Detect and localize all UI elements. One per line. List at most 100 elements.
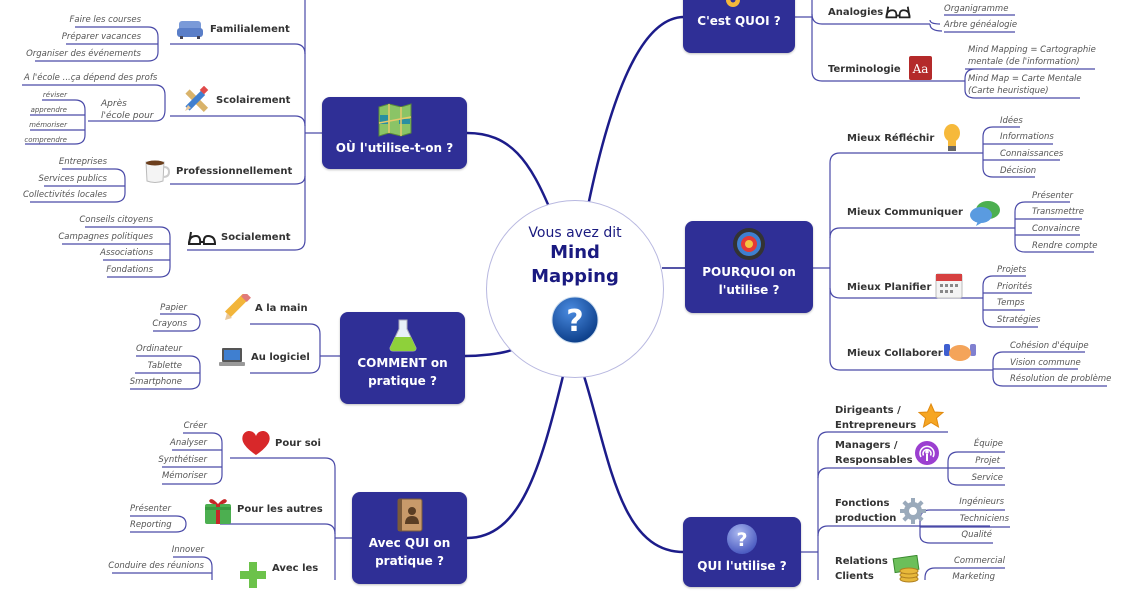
address-book-icon: [397, 498, 422, 532]
leaf[interactable]: Analyser: [170, 438, 207, 448]
branch-qui[interactable]: ? QUI l'utilise ?: [683, 517, 801, 587]
ou-socialement[interactable]: Socialement: [221, 232, 291, 243]
leaf[interactable]: comprendre: [24, 136, 67, 144]
leaf[interactable]: Ingénieurs: [959, 497, 1004, 507]
connector-lines: [22, 0, 1107, 580]
branch-avec-qui[interactable]: Avec QUI on pratique ?: [352, 492, 467, 584]
leaf[interactable]: Vision commune: [1010, 358, 1081, 368]
leaf[interactable]: Organiser des événements: [26, 49, 141, 59]
leaf[interactable]: Créer: [183, 421, 207, 431]
leaf[interactable]: mentale (de l'information): [968, 57, 1080, 67]
leaf[interactable]: Qualité: [961, 530, 992, 540]
leaf[interactable]: Transmettre: [1032, 207, 1084, 217]
leaf[interactable]: Services publics: [38, 174, 107, 184]
leaf[interactable]: Projet: [975, 456, 1000, 466]
pourquoi-collaborer[interactable]: Mieux Collaborer: [847, 348, 943, 359]
leaf[interactable]: Faire les courses: [69, 15, 141, 25]
leaf[interactable]: Associations: [100, 248, 153, 258]
branch-comment-label-2: pratique ?: [368, 374, 437, 388]
pourquoi-communiquer[interactable]: Mieux Communiquer: [847, 207, 963, 218]
leaf[interactable]: Présenter: [130, 504, 171, 514]
branch-quoi-label: C'est QUOI ?: [697, 14, 781, 28]
leaf[interactable]: Mind Mapping = Cartographie: [968, 45, 1096, 55]
avec-avec-les[interactable]: Avec les: [272, 563, 319, 574]
leaf[interactable]: Idées: [1000, 116, 1023, 126]
leaf[interactable]: A l'école ...ça dépend des profs: [24, 73, 158, 83]
svg-text:?: ?: [736, 529, 747, 551]
leaf[interactable]: Crayons: [152, 319, 187, 329]
leaf[interactable]: Préparer vacances: [61, 32, 141, 42]
leaf[interactable]: Conduire des réunions: [108, 561, 204, 571]
leaf[interactable]: Rendre compte: [1032, 241, 1098, 251]
leaf[interactable]: Papier: [160, 303, 187, 313]
leaf[interactable]: Techniciens: [959, 514, 1009, 524]
leaf[interactable]: (Carte heuristique): [968, 86, 1049, 96]
pourquoi-reflechir[interactable]: Mieux Réfléchir: [847, 133, 935, 144]
leaf[interactable]: Innover: [171, 545, 204, 555]
leaf[interactable]: Smartphone: [129, 377, 182, 387]
connector-center-comment: [464, 348, 513, 358]
leaf[interactable]: Mind Map = Carte Mentale: [968, 74, 1082, 84]
branch-pourquoi[interactable]: POURQUOI on l'utilise ?: [685, 221, 813, 313]
comment-a-la-main[interactable]: A la main: [255, 303, 308, 314]
leaf[interactable]: Synthétiser: [158, 455, 207, 465]
leaf[interactable]: Organigramme: [944, 4, 1009, 14]
qui-relations[interactable]: Relations Clients: [835, 554, 888, 584]
central-topic[interactable]: Vous avez dit Mind Mapping ?: [486, 200, 664, 378]
leaf[interactable]: Cohésion d'équipe: [1010, 341, 1089, 351]
sofa-icon: [176, 19, 204, 45]
coffee-cup-icon: [144, 157, 171, 189]
leaf[interactable]: Arbre généalogie: [944, 20, 1018, 30]
qui-managers[interactable]: Managers / Responsables: [835, 438, 913, 468]
laptop-icon: [218, 346, 246, 372]
leaf[interactable]: Conseils citoyens: [79, 215, 153, 225]
branch-comment[interactable]: COMMENT on pratique ?: [340, 312, 465, 404]
pourquoi-planifier[interactable]: Mieux Planifier: [847, 282, 932, 293]
leaf[interactable]: Commercial: [953, 556, 1005, 566]
leaf[interactable]: Stratégies: [997, 315, 1041, 325]
leaf[interactable]: Priorités: [997, 282, 1033, 292]
leaf[interactable]: Convaincre: [1032, 224, 1080, 234]
leaf[interactable]: Campagnes politiques: [58, 232, 153, 242]
leaf[interactable]: Tablette: [147, 361, 182, 371]
comment-au-logiciel[interactable]: Au logiciel: [251, 352, 310, 363]
qui-managers-l1: Managers /: [835, 440, 898, 451]
leaf[interactable]: Équipe: [973, 439, 1003, 449]
quoi-terminologie[interactable]: Terminologie: [828, 64, 901, 75]
leaf[interactable]: Connaissances: [1000, 149, 1064, 159]
leaf[interactable]: Temps: [997, 298, 1025, 308]
qui-dirigeants[interactable]: Dirigeants / Entrepreneurs: [835, 403, 916, 433]
leaf[interactable]: Mémoriser: [161, 471, 207, 481]
svg-text:?: ?: [566, 304, 583, 339]
sub-label[interactable]: Après: [101, 99, 127, 109]
branch-avec-label-2: pratique ?: [375, 554, 444, 568]
avec-pour-les-autres[interactable]: Pour les autres: [237, 504, 323, 515]
leaf[interactable]: Informations: [1000, 132, 1054, 142]
leaf[interactable]: Marketing: [952, 572, 995, 582]
central-topic-line1: Vous avez dit: [528, 225, 622, 241]
ou-professionnellement[interactable]: Professionnellement: [176, 166, 293, 177]
leaf[interactable]: Résolution de problème: [1010, 374, 1112, 384]
ou-familialement[interactable]: Familialement: [210, 24, 290, 35]
leaf[interactable]: Projets: [997, 265, 1027, 275]
qui-dirigeants-l2: Entrepreneurs: [835, 420, 917, 431]
leaf[interactable]: Entreprises: [58, 157, 107, 167]
qui-fonctions[interactable]: Fonctions production: [835, 496, 896, 526]
avec-pour-soi[interactable]: Pour soi: [275, 438, 321, 449]
leaf[interactable]: apprendre: [30, 106, 67, 114]
ou-scolairement[interactable]: Scolairement: [216, 95, 291, 106]
leaf[interactable]: mémoriser: [29, 121, 67, 129]
flask-icon: [388, 319, 417, 352]
leaf[interactable]: Reporting: [130, 520, 172, 530]
branch-quoi[interactable]: C'est QUOI ?: [683, 0, 795, 53]
leaf[interactable]: Service: [971, 473, 1003, 483]
leaf[interactable]: Collectivités locales: [22, 190, 107, 200]
leaf[interactable]: Ordinateur: [136, 344, 182, 354]
sub-label[interactable]: l'école pour: [101, 111, 154, 121]
quoi-analogies[interactable]: Analogies: [828, 7, 884, 18]
leaf[interactable]: Décision: [1000, 166, 1037, 176]
leaf[interactable]: Fondations: [106, 265, 153, 275]
branch-ou[interactable]: OÙ l'utilise-t-on ?: [322, 97, 467, 169]
leaf[interactable]: Présenter: [1032, 191, 1073, 201]
leaf[interactable]: réviser: [42, 91, 67, 99]
